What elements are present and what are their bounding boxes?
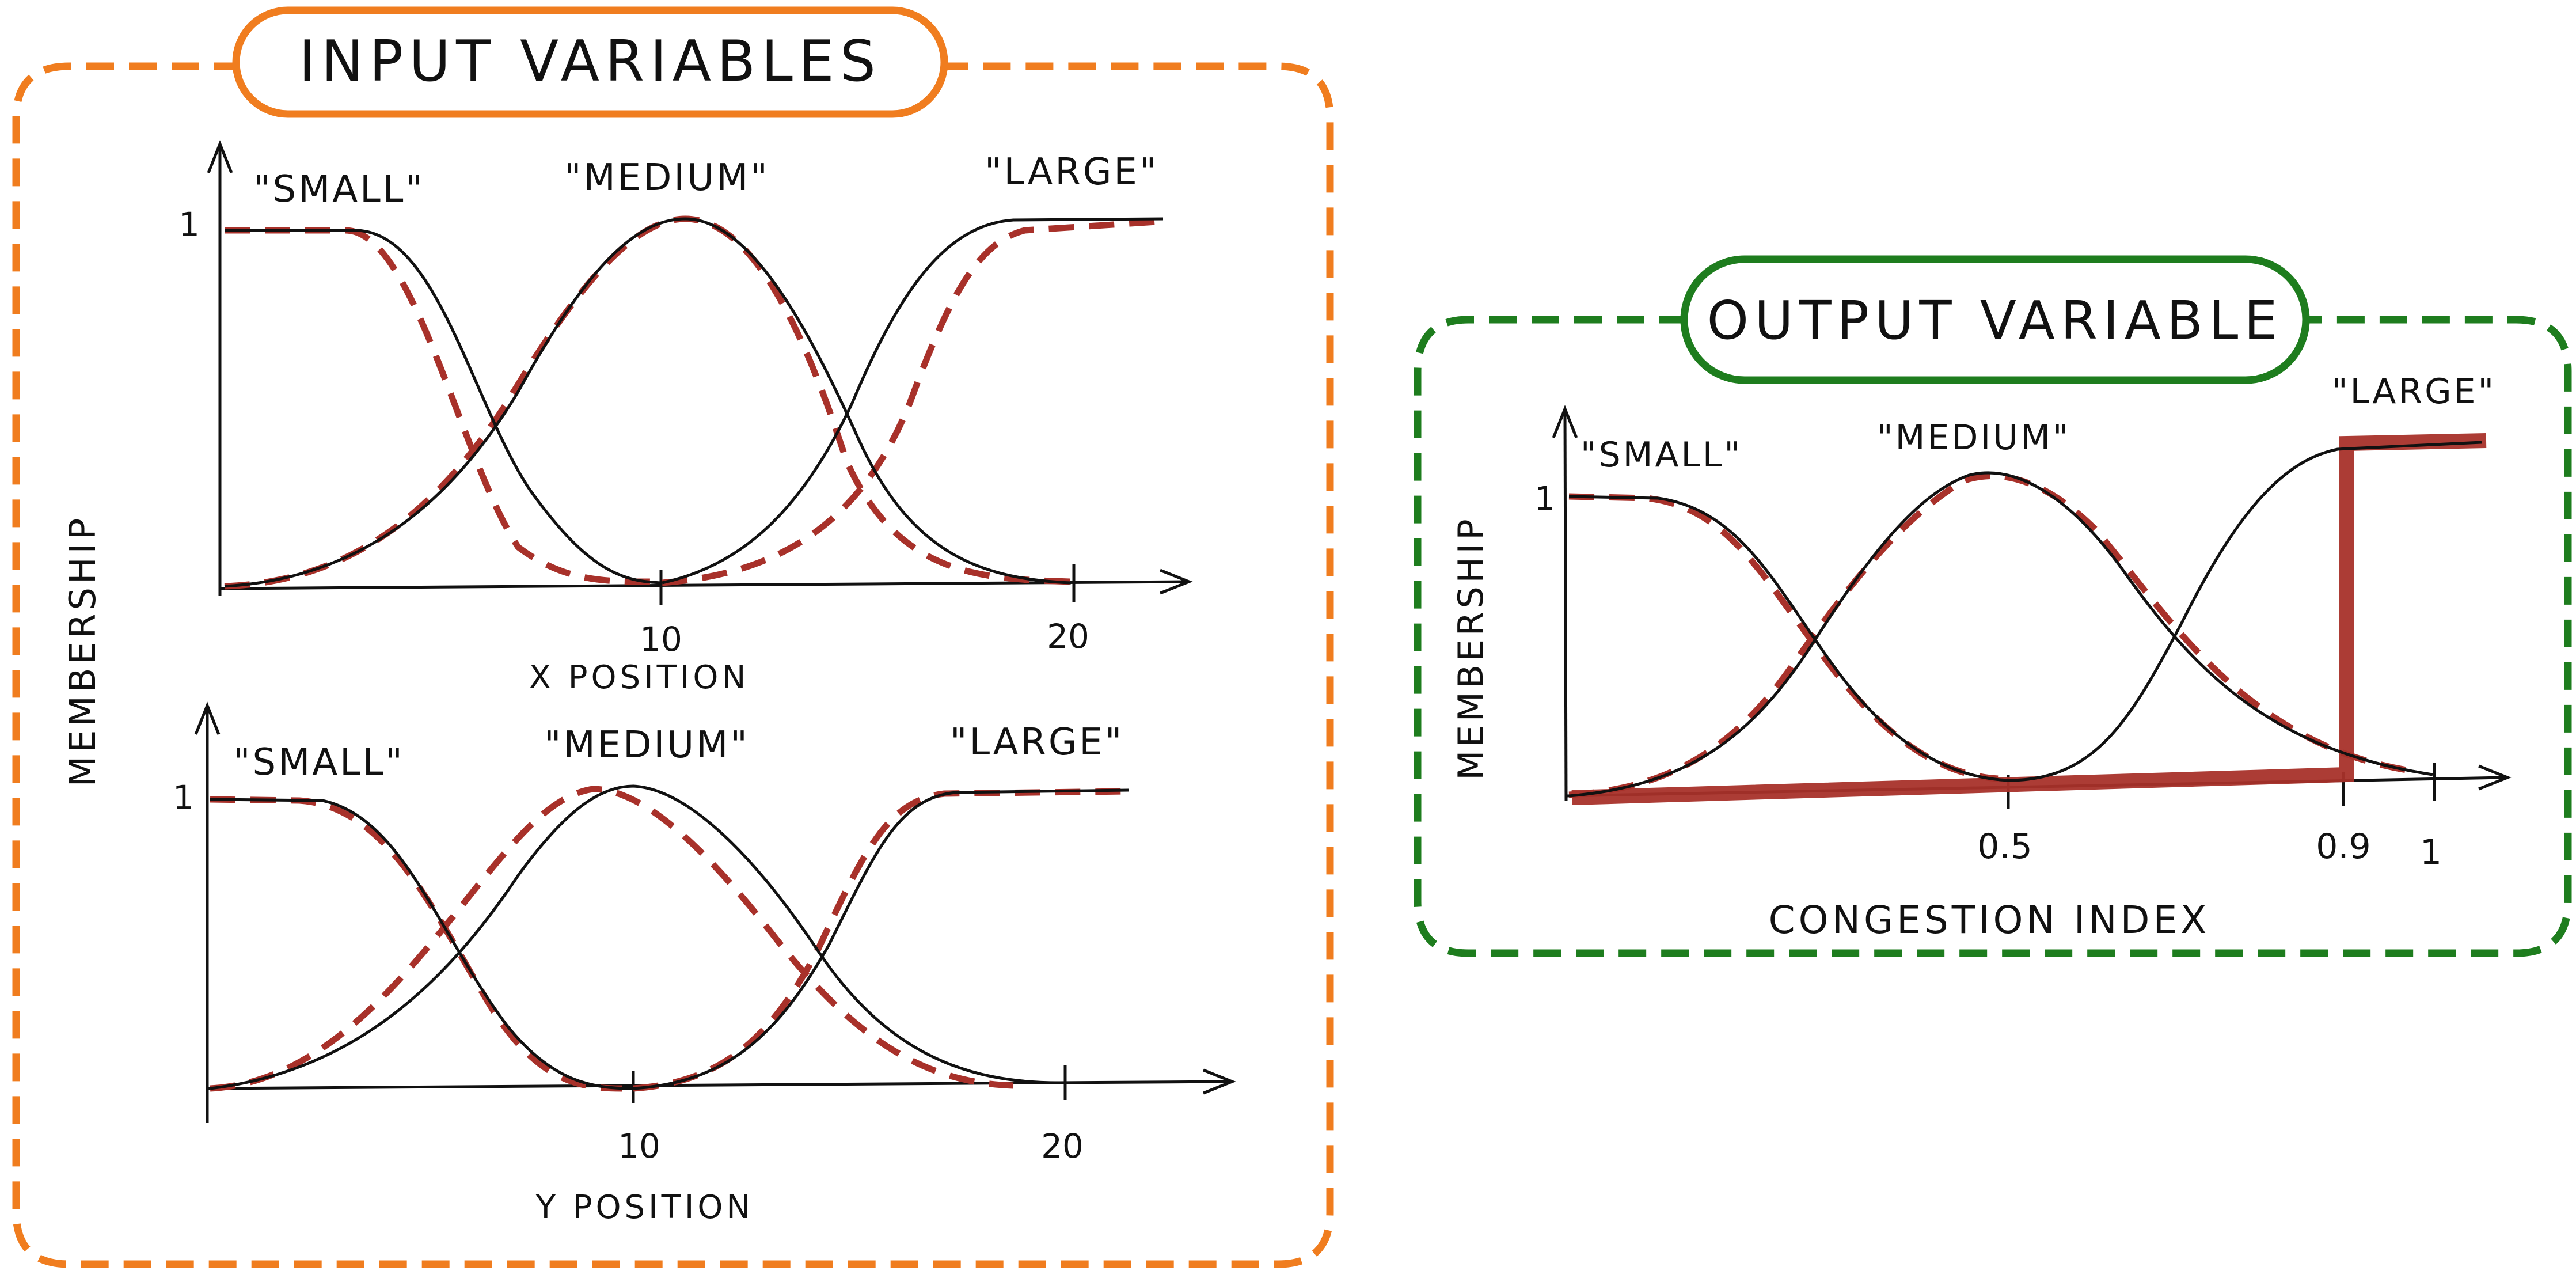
input-panel: INPUT VARIABLES MEMBERSHIP 1 10 20 X POS…: [12, 6, 1334, 1268]
output-title-pill: [1680, 255, 2310, 384]
output-panel: OUTPUT VARIABLE MEMBERSHIP 1 0.5 0.9 1 C…: [1414, 255, 2572, 957]
large-curve: [2008, 441, 2482, 782]
output-y-axis-label: MEMBERSHIP: [1451, 515, 1491, 780]
small-dashed-curve: [210, 796, 622, 1092]
x-axis: [219, 580, 1187, 590]
large-crisp-highlight: [1571, 433, 2487, 805]
small-curve: [210, 798, 634, 1090]
axis-arrow-icon: [2478, 764, 2512, 791]
small-dashed-curve: [225, 227, 651, 585]
input-title-pill: [232, 6, 948, 118]
x-tick-0-5: 0.5: [1977, 826, 2032, 867]
medium-dashed-curve: [1568, 472, 2419, 798]
axis-arrow-icon: [1552, 405, 1578, 438]
axis-arrow-icon: [1203, 1068, 1236, 1095]
label-medium: "MEDIUM": [564, 157, 770, 199]
medium-dashed-curve: [210, 786, 1014, 1092]
congestion-index-plot: 1 0.5 0.9 1 CONGESTION INDEX "SMALL" "ME…: [1534, 371, 2512, 942]
label-large: "LARGE": [2332, 371, 2496, 412]
large-dashed-curve: [662, 218, 1158, 586]
large-curve: [662, 217, 1164, 585]
input-y-axis-label: MEMBERSHIP: [62, 515, 104, 787]
small-curve: [1568, 495, 2009, 782]
label-small: "SMALL": [253, 168, 425, 211]
x-axis: [207, 1080, 1230, 1090]
medium-curve: [224, 217, 1072, 588]
y-tick-1: 1: [178, 205, 200, 244]
small-dashed-curve: [1568, 493, 1999, 782]
y-tick-1: 1: [1534, 480, 1555, 518]
medium-dashed-curve: [224, 215, 1072, 590]
axis-arrow-icon: [207, 140, 233, 173]
large-curve: [633, 788, 1129, 1090]
small-curve: [225, 229, 663, 585]
y-axis: [1563, 411, 1568, 801]
axis-arrow-icon: [1160, 568, 1193, 595]
medium-curve: [1568, 471, 2433, 798]
x-tick-1: 1: [2420, 832, 2442, 873]
x-tick-20: 20: [1047, 617, 1089, 656]
label-small: "SMALL": [1580, 435, 1742, 475]
x-tick-0-9: 0.9: [2316, 826, 2370, 867]
x-position-plot: 1 10 20 X POSITION "SMALL" "MEDIUM" "LAR…: [178, 140, 1193, 696]
x-tick-10: 10: [640, 620, 682, 659]
x-tick-10: 10: [618, 1127, 660, 1166]
output-panel-border: [1414, 316, 2572, 957]
output-panel-title: OUTPUT VARIABLE: [1707, 290, 2284, 351]
label-medium: "MEDIUM": [544, 724, 750, 767]
y-tick-1: 1: [173, 778, 194, 817]
label-medium: "MEDIUM": [1877, 418, 2070, 458]
label-large: "LARGE": [985, 151, 1158, 194]
input-panel-title: INPUT VARIABLES: [299, 29, 882, 94]
input-panel-border: [12, 62, 1334, 1268]
medium-curve: [210, 784, 1060, 1090]
axis-arrow-icon: [194, 701, 221, 735]
x-axis-label: CONGESTION INDEX: [1769, 898, 2210, 942]
label-small: "SMALL": [233, 741, 405, 784]
x-tick-20: 20: [1041, 1127, 1084, 1166]
x-axis-label: Y POSITION: [535, 1189, 754, 1226]
x-axis-label: X POSITION: [529, 659, 750, 696]
y-position-plot: 1 10 20 Y POSITION "SMALL" "MEDIUM" "LAR…: [173, 701, 1236, 1226]
label-large: "LARGE": [950, 721, 1124, 764]
